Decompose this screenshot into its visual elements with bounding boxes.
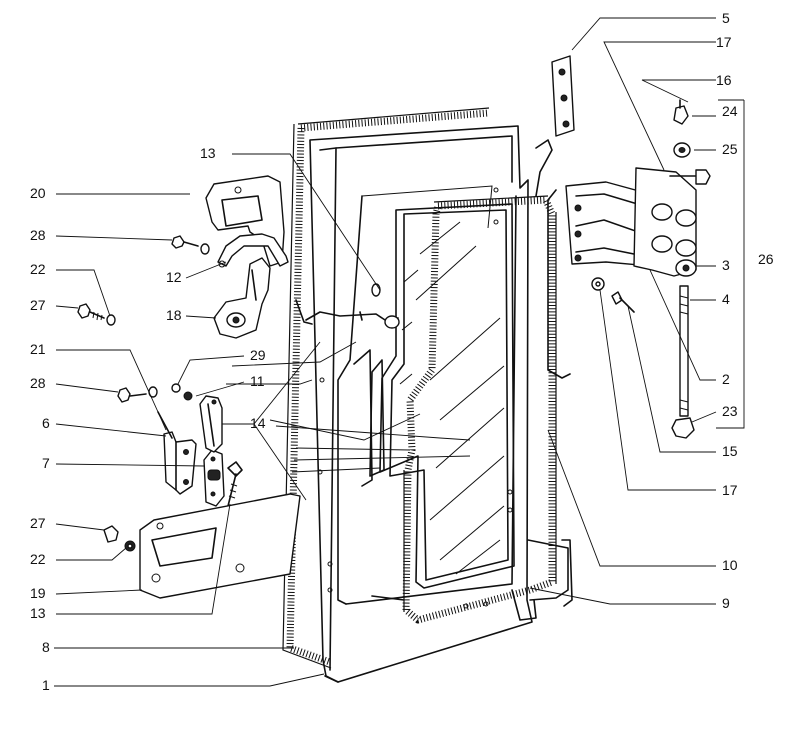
link-bar [551,55,575,137]
callout-7: 7 [42,455,50,471]
door-latch [203,449,225,507]
bolt-15 [611,291,635,313]
bolt-17-upper [669,169,711,185]
callout-9: 9 [722,595,730,611]
window-seal [402,195,557,624]
callout-20: 20 [30,185,46,201]
callout-29: 29 [250,347,266,363]
callout-24: 24 [722,103,738,119]
hinge-assembly [565,167,697,277]
door-panel [309,125,571,683]
callout-14: 14 [250,415,266,431]
callout-16: 16 [716,72,732,88]
callout-11: 11 [250,373,265,389]
inner-latch [213,257,271,339]
callout-2: 2 [722,371,730,387]
callout-18: 18 [166,307,182,323]
callout-labels: 5 17 16 24 25 26 3 4 2 23 15 17 10 9 13 … [30,10,774,693]
callout-13-lower: 13 [30,605,46,621]
callout-4: 4 [722,291,730,307]
callout-27-upper: 27 [30,297,46,313]
callout-5: 5 [722,10,730,26]
screw-13-lower [227,461,243,507]
window-glass [379,203,515,589]
grease-fitting [673,99,689,125]
callout-3: 3 [722,257,730,273]
callout-19: 19 [30,585,46,601]
door-stay-arm [527,539,573,607]
door-seal-gasket [282,107,490,669]
callout-12: 12 [166,269,182,285]
inner-handle [217,233,289,268]
callout-6: 6 [42,415,50,431]
screw-27-lower [103,525,136,552]
cap-nut [671,417,695,439]
washer-29 [171,383,193,401]
callout-13-upper: 13 [200,145,216,161]
door-lock-rod [295,283,400,329]
callout-17-top: 17 [716,34,732,50]
callout-25: 25 [722,141,738,157]
callout-15: 15 [722,443,738,459]
callout-22-upper: 22 [30,261,46,277]
callout-23: 23 [722,403,738,419]
callout-8: 8 [42,639,50,655]
callout-17-bottom: 17 [722,482,738,498]
striker-plate [157,411,197,495]
screw-28-lower [117,386,158,403]
nut-25 [673,142,691,158]
window-frame-rubber [353,349,405,601]
callout-21: 21 [30,341,46,357]
callout-1: 1 [42,677,50,693]
callout-26: 26 [758,251,774,267]
handle-clip [199,395,223,453]
sill-bracket [139,493,301,599]
callout-28-upper: 28 [30,227,46,243]
callout-27-lower: 27 [30,515,46,531]
hinge-pin [679,285,689,417]
callout-22-lower: 22 [30,551,46,567]
callout-10: 10 [722,557,738,573]
callout-28-lower: 28 [30,375,46,391]
screw-27-left [77,303,116,326]
washer-17-right [591,277,605,291]
screw-28-upper [171,235,210,255]
leader-lines [54,17,745,687]
